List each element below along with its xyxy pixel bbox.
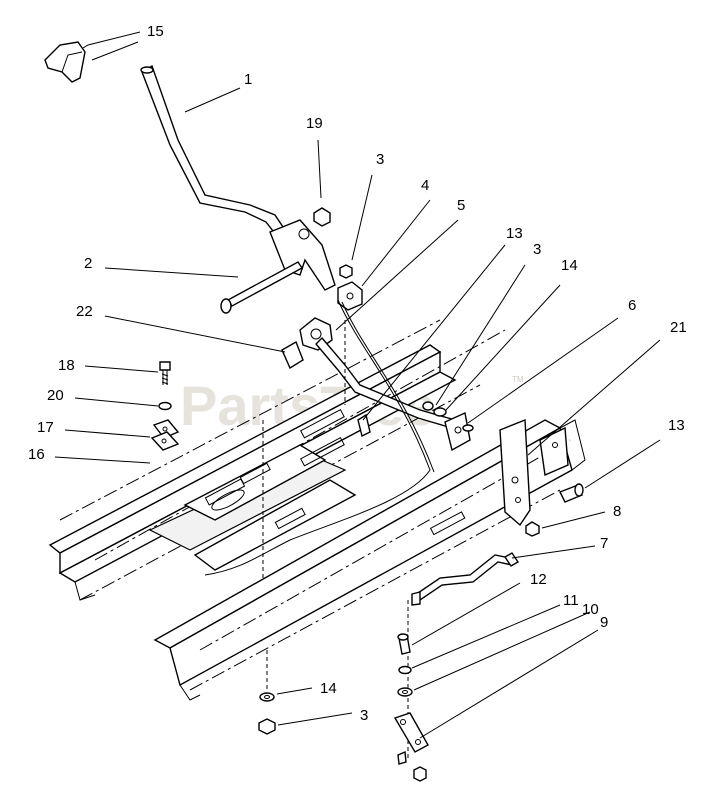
shift-knob [44, 41, 86, 83]
control-rod [204, 299, 431, 576]
leader-lines [54, 31, 661, 739]
callout-12: 12 [530, 571, 547, 588]
callout-14-b: 14 [320, 680, 337, 697]
callout-3-b: 3 [533, 241, 541, 258]
frame-rail-front [153, 419, 586, 701]
bolt-13-right [559, 483, 584, 503]
callout-2: 2 [84, 255, 92, 272]
watermark-tm: TM [512, 375, 524, 384]
callout-4: 4 [421, 177, 429, 194]
callout-10: 10 [582, 601, 599, 618]
washer-11 [398, 665, 412, 675]
bolt-18 [159, 361, 171, 385]
nut-8 [525, 521, 540, 537]
callout-labels: 15 1 19 3 4 5 13 3 14 2 22 6 21 18 20 17… [28, 23, 687, 724]
callout-8: 8 [613, 503, 621, 520]
callout-20: 20 [47, 387, 64, 404]
callout-19: 19 [306, 115, 323, 132]
cable-clip [337, 281, 363, 311]
clip-17 [152, 419, 180, 439]
callout-3-c: 3 [360, 707, 368, 724]
callout-21: 21 [670, 319, 687, 336]
bracket-9 [393, 712, 429, 782]
callout-13-b: 13 [668, 417, 685, 434]
callout-6: 6 [628, 297, 636, 314]
frame-cross-plate [148, 408, 466, 571]
nut-small [339, 264, 353, 279]
callout-11: 11 [563, 592, 579, 609]
callout-16: 16 [28, 446, 45, 463]
callout-14-a: 14 [561, 257, 578, 274]
callout-18: 18 [58, 357, 75, 374]
bracket-6 [444, 411, 474, 452]
washer-20 [158, 401, 172, 411]
nut-3-upper [422, 401, 434, 411]
shift-lever [140, 64, 286, 237]
bolt-12 [397, 633, 411, 655]
washer-14-upper [433, 407, 447, 417]
callout-1: 1 [244, 71, 252, 88]
side-plate-21 [499, 418, 569, 527]
nut-3-lower [258, 718, 276, 735]
washer-10 [397, 687, 413, 697]
callout-22: 22 [76, 303, 93, 320]
bolt-13-upper [357, 413, 371, 438]
pivot-bolt [220, 261, 304, 314]
callout-17: 17 [37, 419, 54, 436]
callout-3-a: 3 [376, 151, 384, 168]
callout-9: 9 [600, 614, 608, 631]
callout-13-a: 13 [506, 225, 523, 242]
washer-14-lower [259, 692, 275, 702]
callout-15: 15 [147, 23, 164, 40]
clip-16 [150, 431, 180, 451]
spacer [281, 340, 304, 370]
link-rod-7 [411, 552, 519, 606]
callout-5: 5 [457, 197, 465, 214]
callout-7: 7 [600, 535, 608, 552]
